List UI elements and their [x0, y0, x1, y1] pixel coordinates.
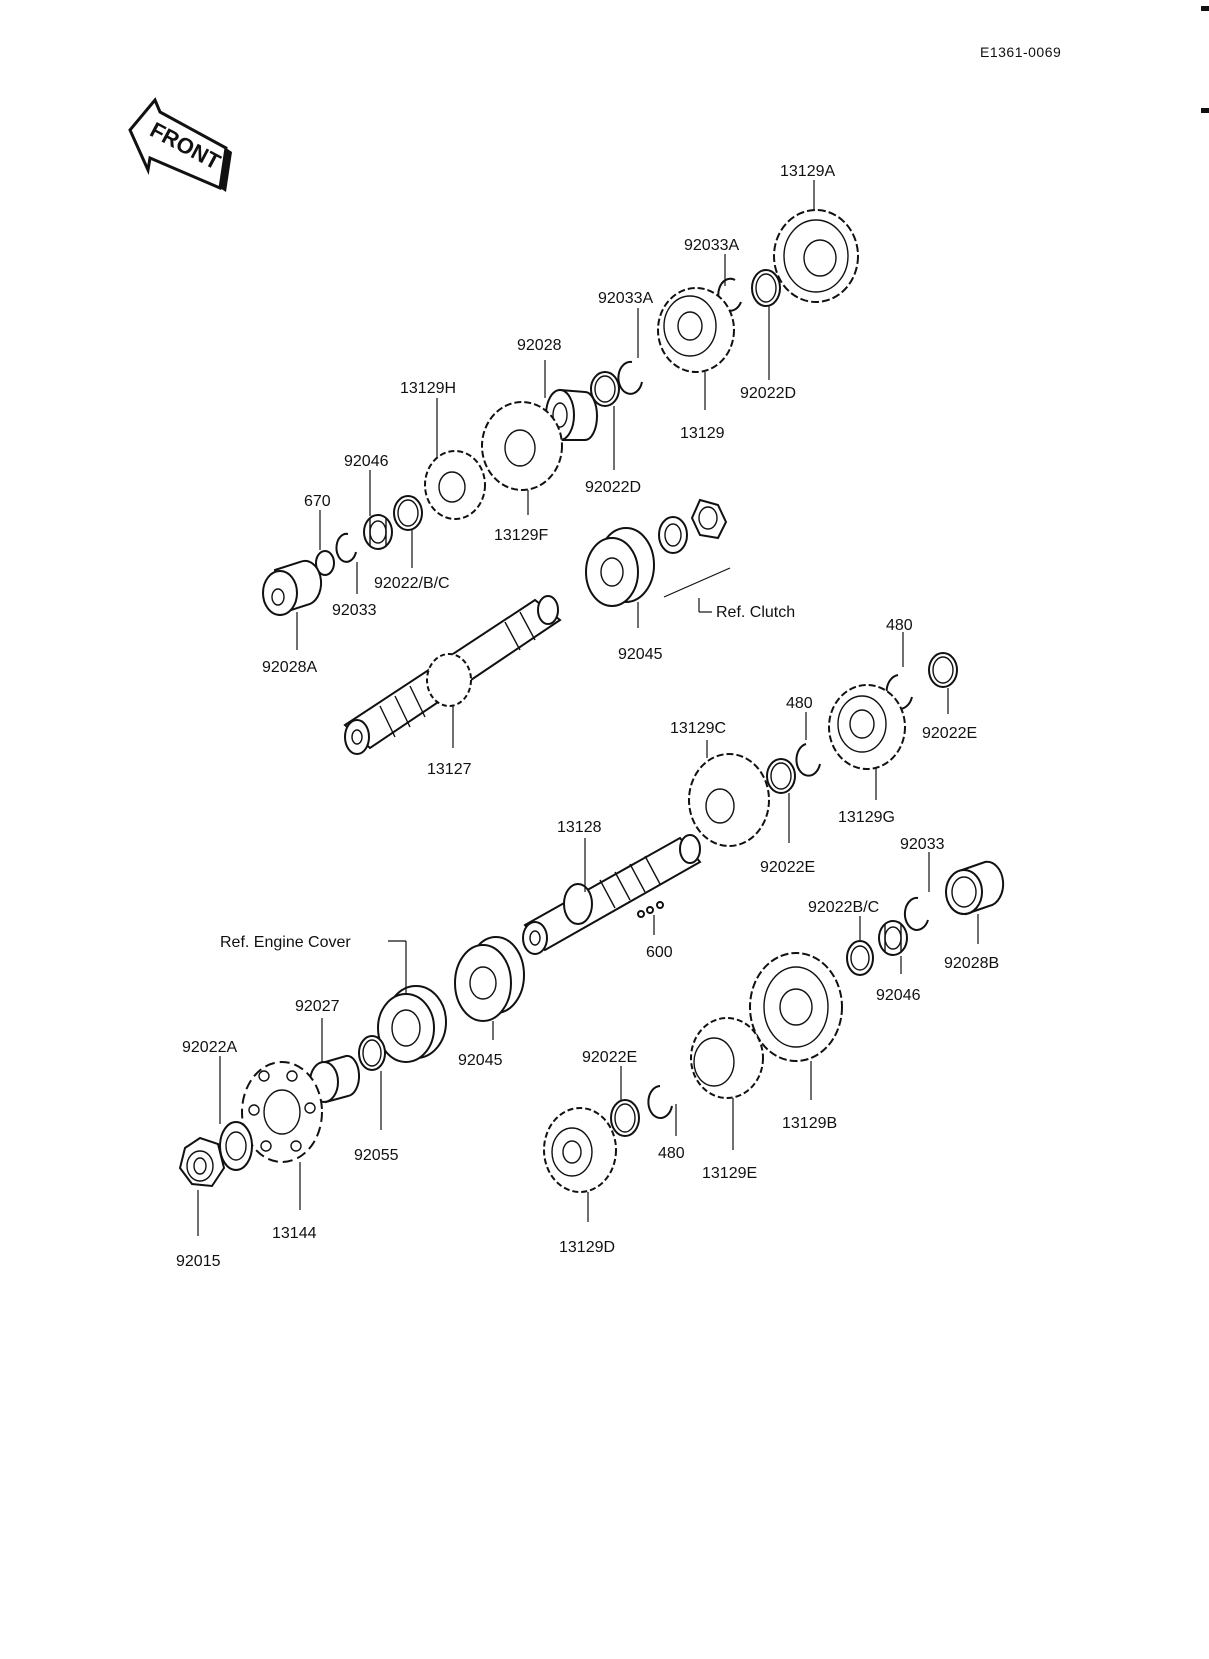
label-480-middle: 480 — [786, 695, 813, 712]
label-92015: 92015 — [176, 1253, 221, 1270]
circlip-480-lower — [647, 1085, 673, 1119]
gear-13129F — [481, 401, 563, 491]
label-92028B: 92028B — [944, 955, 999, 972]
label-92033-upper: 92033 — [332, 602, 377, 619]
label-92022E-upper: 92022E — [922, 725, 977, 742]
label-92022E-lower: 92022E — [582, 1049, 637, 1066]
bearing-92045-lower — [454, 936, 525, 1022]
label-13129: 13129 — [680, 425, 725, 442]
washer-92022D-upper — [751, 269, 781, 307]
washer-92022E-lower — [610, 1099, 640, 1137]
collar-92027 — [309, 1054, 361, 1104]
label-92022A: 92022A — [182, 1039, 237, 1056]
label-92033A-lower: 92033A — [598, 290, 653, 307]
label-13128: 13128 — [557, 819, 602, 836]
label-92028: 92028 — [517, 337, 562, 354]
gear-13129A — [773, 209, 859, 303]
collar-92028A — [262, 559, 323, 616]
label-13129D: 13129D — [559, 1239, 615, 1256]
gear-13129G — [828, 684, 906, 770]
needle-bearing-92046-upper — [363, 514, 393, 550]
needle-bearing-92046-lower — [878, 920, 908, 956]
nut-92015 — [178, 1136, 226, 1188]
gear-13129H — [424, 450, 486, 520]
label-92022D-lower: 92022D — [585, 479, 641, 496]
balls-600 — [637, 901, 664, 918]
label-92022BC-lower: 92022B/C — [808, 899, 879, 916]
label-13144: 13144 — [272, 1225, 317, 1242]
registration-mark-top — [1201, 6, 1209, 11]
label-92027: 92027 — [295, 998, 340, 1015]
oil-seal-engine-cover — [377, 985, 447, 1063]
label-13129E: 13129E — [702, 1165, 757, 1182]
label-13129A: 13129A — [780, 163, 835, 180]
washer-92022BC-upper — [393, 495, 423, 531]
circlip-480-middle — [795, 743, 821, 777]
ref-clutch: Ref. Clutch — [716, 604, 795, 621]
label-670: 670 — [304, 493, 331, 510]
label-92022BC-upper: 92022/B/C — [374, 575, 450, 592]
label-92045-lower: 92045 — [458, 1052, 503, 1069]
registration-mark-middle — [1201, 108, 1209, 113]
label-480-upper: 480 — [886, 617, 913, 634]
washer-92022BC-lower — [846, 940, 874, 976]
circlip-92033-lower — [903, 896, 929, 931]
label-92033A-upper: 92033A — [684, 237, 739, 254]
label-13129H: 13129H — [400, 380, 456, 397]
sprocket-13144 — [241, 1061, 323, 1163]
label-480-lower: 480 — [658, 1145, 685, 1162]
label-13129G: 13129G — [838, 809, 895, 826]
gear-13129D — [543, 1107, 617, 1193]
label-92022E-middle: 92022E — [760, 859, 815, 876]
washer-670 — [315, 550, 335, 576]
label-92045-upper: 92045 — [618, 646, 663, 663]
label-92046-upper: 92046 — [344, 453, 389, 470]
shaft-13127 — [343, 595, 562, 755]
label-13129F: 13129F — [494, 527, 548, 544]
gear-13129C — [688, 753, 770, 847]
collar-92028B — [945, 860, 1005, 916]
washer-92022E-middle — [766, 758, 796, 794]
lock-washer-92022A — [219, 1121, 253, 1171]
label-92046-lower: 92046 — [876, 987, 921, 1004]
washer-92022D-lower — [590, 371, 620, 407]
label-92033-lower: 92033 — [900, 836, 945, 853]
gear-13129E — [690, 1017, 764, 1099]
ref-engine-cover: Ref. Engine Cover — [220, 934, 351, 951]
label-92028A: 92028A — [262, 659, 317, 676]
gear-13129B — [749, 952, 843, 1062]
bearing-92045-upper — [585, 527, 655, 607]
label-600: 600 — [646, 944, 673, 961]
front-arrow-icon: FRONT — [128, 97, 232, 192]
drawing-code: E1361-0069 — [980, 44, 1061, 60]
clutch-washer — [658, 516, 688, 554]
circlip-92033-upper — [335, 532, 357, 563]
label-92022D-upper: 92022D — [740, 385, 796, 402]
gear-13129 — [657, 287, 735, 373]
circlip-92033A-lower — [617, 360, 643, 395]
label-13129C: 13129C — [670, 720, 726, 737]
washer-92022E-upper — [928, 652, 958, 688]
label-13127: 13127 — [427, 761, 472, 778]
label-13129B: 13129B — [782, 1115, 837, 1132]
o-ring-92055 — [358, 1035, 386, 1071]
label-92055: 92055 — [354, 1147, 399, 1164]
shaft-13128 — [522, 834, 702, 955]
clutch-nut — [690, 498, 728, 540]
